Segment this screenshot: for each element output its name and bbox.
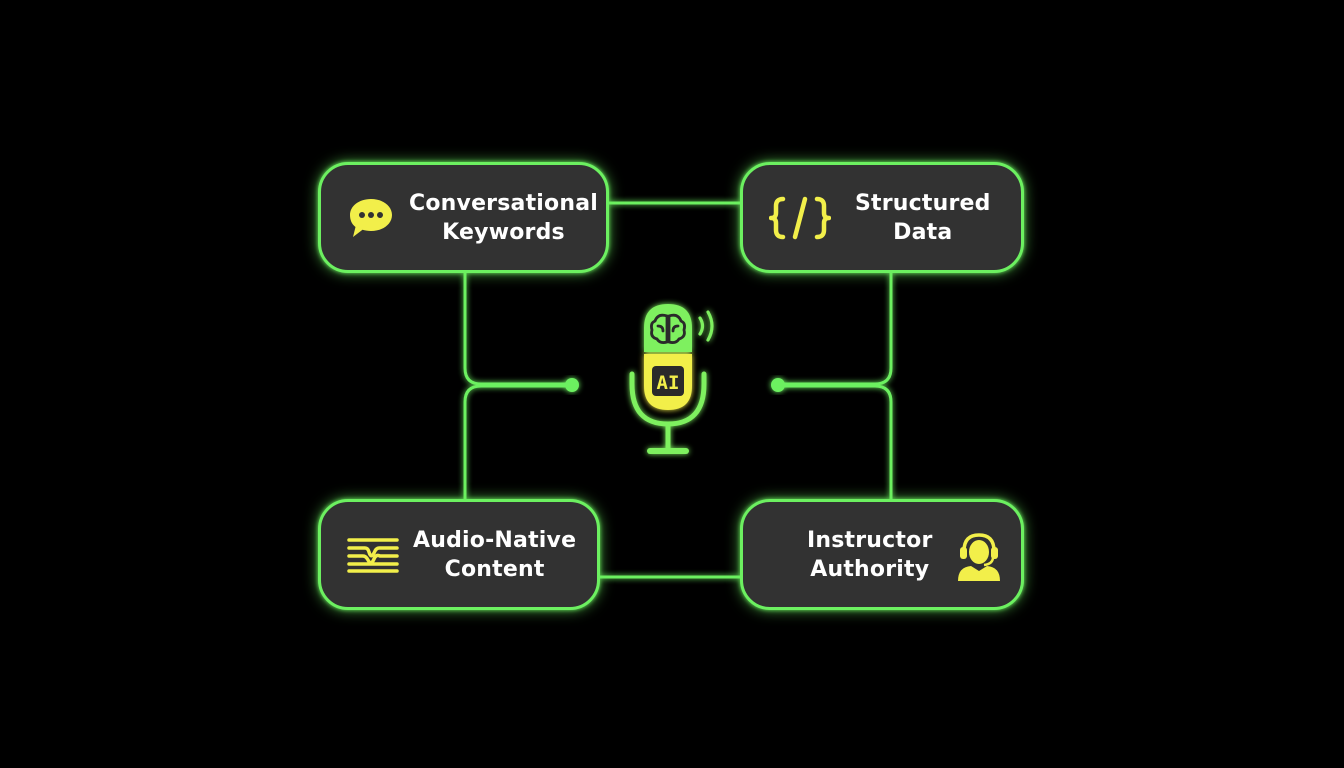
node-label-line2: Authority	[810, 556, 930, 582]
junction-dot-left	[565, 378, 579, 392]
ai-microphone-icon: AI	[620, 298, 730, 460]
node-label: Instructor Authority	[807, 526, 933, 584]
node-label: Structured Data	[855, 189, 991, 247]
node-label-line2: Data	[893, 219, 953, 245]
speech-bubble-icon	[347, 196, 395, 240]
node-label: Audio-Native Content	[413, 526, 576, 584]
node-structured-data: Structured Data	[740, 162, 1024, 273]
node-label-line1: Structured	[855, 190, 991, 216]
node-label-line1: Conversational	[409, 190, 598, 216]
ai-badge-text: AI	[657, 372, 680, 394]
node-instructor-authority: Instructor Authority	[740, 499, 1024, 610]
audio-wave-icon	[347, 535, 399, 575]
node-audio-native-content: Audio-Native Content	[318, 499, 600, 610]
node-label-line1: Audio-Native	[413, 527, 577, 553]
connector-right	[776, 271, 893, 501]
node-conversational-keywords: Conversational Keywords	[318, 162, 609, 273]
node-label-line1: Instructor	[807, 527, 933, 553]
node-label: Conversational Keywords	[409, 189, 598, 247]
junction-dot-right	[771, 378, 785, 392]
connector-left	[463, 271, 574, 501]
node-label-line2: Keywords	[442, 219, 565, 245]
node-label-line2: Content	[444, 556, 545, 582]
code-brackets-icon	[769, 195, 831, 241]
headset-person-icon	[955, 529, 1003, 581]
